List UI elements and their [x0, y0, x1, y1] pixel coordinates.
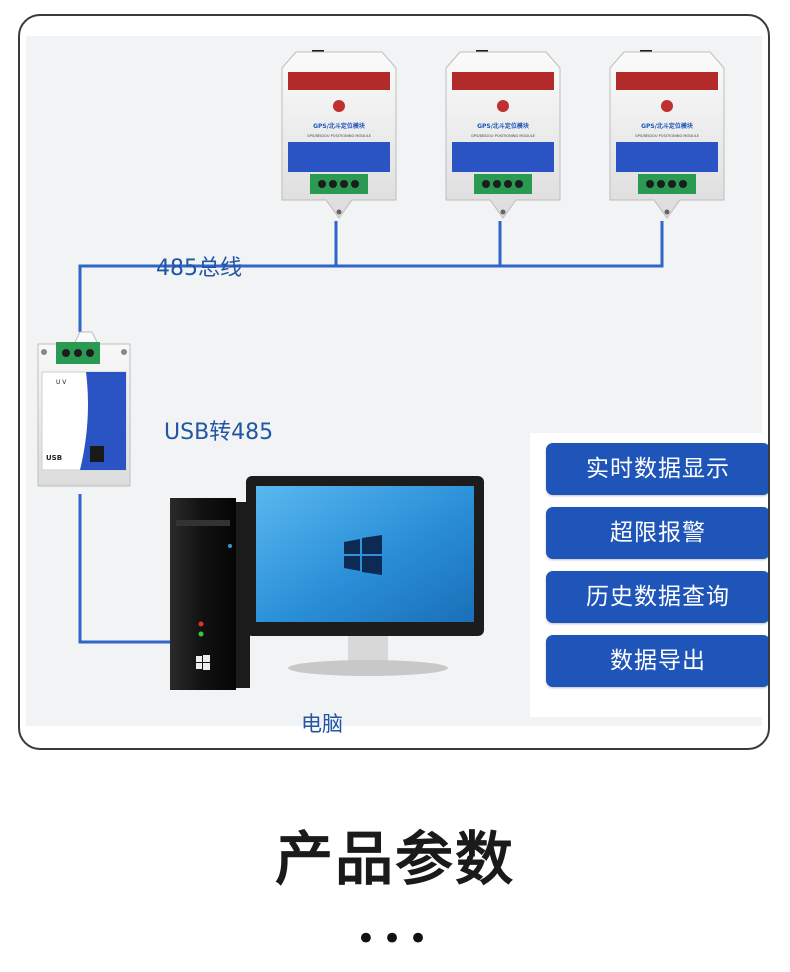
- svg-text:GPS/北斗定位模块: GPS/北斗定位模块: [313, 122, 366, 130]
- usb-485-converter: U V USB: [37, 331, 131, 487]
- pc-tower: [170, 498, 250, 690]
- gps-module-2: GPS/北斗定位模块 GPS/BEIDOU POSITIONING MODULE: [445, 50, 561, 219]
- svg-text:U V: U V: [56, 379, 67, 386]
- feature-limit-alarm[interactable]: 超限报警: [546, 507, 768, 559]
- feature-history-query[interactable]: 历史数据查询: [546, 571, 768, 623]
- gps-module-1: GPS/北斗定位模块 GPS/BEIDOU POSITIONING MODULE: [281, 50, 397, 219]
- computer-label: 电脑: [301, 712, 343, 736]
- diagram-frame: GPS/北斗定位模块 GPS/BEIDOU POSITIONING MODULE…: [18, 14, 770, 750]
- more-indicator: •••: [355, 919, 435, 959]
- windows-logo-icon: [196, 655, 210, 670]
- converter-label: USB转485: [164, 420, 274, 445]
- feature-data-export[interactable]: 数据导出: [546, 635, 768, 687]
- feature-list: 实时数据显示 超限报警 历史数据查询 数据导出: [530, 433, 768, 717]
- svg-text:GPS/BEIDOU POSITIONING MODULE: GPS/BEIDOU POSITIONING MODULE: [471, 134, 536, 138]
- svg-text:GPS/BEIDOU POSITIONING MODULE: GPS/BEIDOU POSITIONING MODULE: [635, 134, 700, 138]
- svg-text:GPS/北斗定位模块: GPS/北斗定位模块: [641, 122, 694, 130]
- bus-wiring: [78, 221, 664, 644]
- gps-module-3: GPS/北斗定位模块 GPS/BEIDOU POSITIONING MODULE: [609, 50, 725, 219]
- monitor: [246, 476, 484, 676]
- svg-text:USB: USB: [46, 454, 62, 462]
- network-diagram: GPS/北斗定位模块 GPS/BEIDOU POSITIONING MODULE…: [37, 50, 725, 690]
- feature-realtime-display[interactable]: 实时数据显示: [546, 443, 768, 495]
- bus-label: 485总线: [156, 256, 242, 281]
- svg-text:GPS/北斗定位模块: GPS/北斗定位模块: [477, 122, 530, 130]
- section-heading: 产品参数: [274, 825, 515, 893]
- windows-logo-icon: [344, 535, 382, 575]
- svg-text:GPS/BEIDOU POSITIONING MODULE: GPS/BEIDOU POSITIONING MODULE: [307, 134, 372, 138]
